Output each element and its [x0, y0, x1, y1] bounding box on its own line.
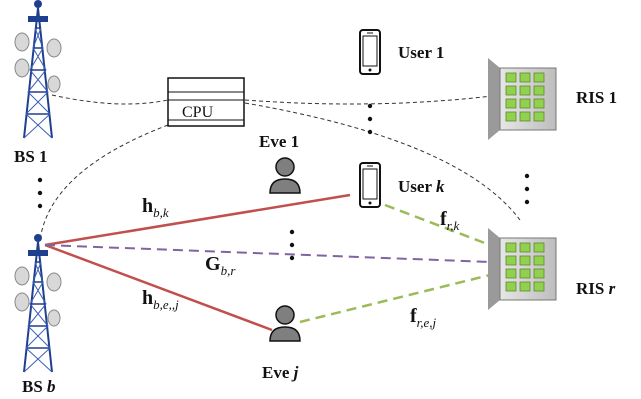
ellipsis-dots-ris	[524, 173, 530, 205]
bs1-label: BS 1	[14, 147, 48, 166]
user1-label: User 1	[398, 43, 444, 62]
link-h-bej	[44, 243, 273, 332]
link-f-rej	[299, 273, 491, 324]
base-station-1-icon	[14, 0, 62, 139]
ellipsis-dots-eves	[289, 229, 295, 261]
backhaul-links	[39, 94, 521, 241]
bsb-label: BS b	[22, 377, 56, 396]
base-station-b-icon	[14, 233, 62, 373]
ris-1-panel-icon	[487, 57, 557, 141]
link-h-bk	[44, 193, 351, 247]
eavesdropper-1-icon	[269, 157, 301, 194]
cpu-label: CPU	[182, 104, 214, 121]
eve1-label: Eve 1	[259, 132, 299, 151]
link-f-rk	[384, 203, 491, 247]
userk-label: User k	[398, 177, 445, 196]
channel-label-G-br: Gb,r	[205, 253, 236, 278]
user-1-phone-icon	[359, 29, 381, 75]
user-k-phone-icon	[359, 162, 381, 208]
risr-label: RIS r	[576, 279, 616, 298]
channel-label-f-rej: fr,e,j	[410, 305, 437, 330]
eavesdropper-j-icon	[269, 305, 301, 342]
ellipsis-dots-users	[367, 103, 373, 135]
ellipsis-dots-bs	[37, 177, 43, 209]
channel-label-h-bk: hb,k	[142, 195, 169, 220]
channel-label-h-bej: hb,e,,j	[142, 287, 179, 312]
cpu-server-icon	[167, 77, 245, 127]
channel-label-f-rk: fr,k	[440, 208, 460, 233]
link-G-br	[44, 244, 491, 263]
ris1-label: RIS 1	[576, 88, 617, 107]
evej-label: Eve j	[262, 363, 299, 382]
ris-r-panel-icon	[487, 227, 557, 311]
